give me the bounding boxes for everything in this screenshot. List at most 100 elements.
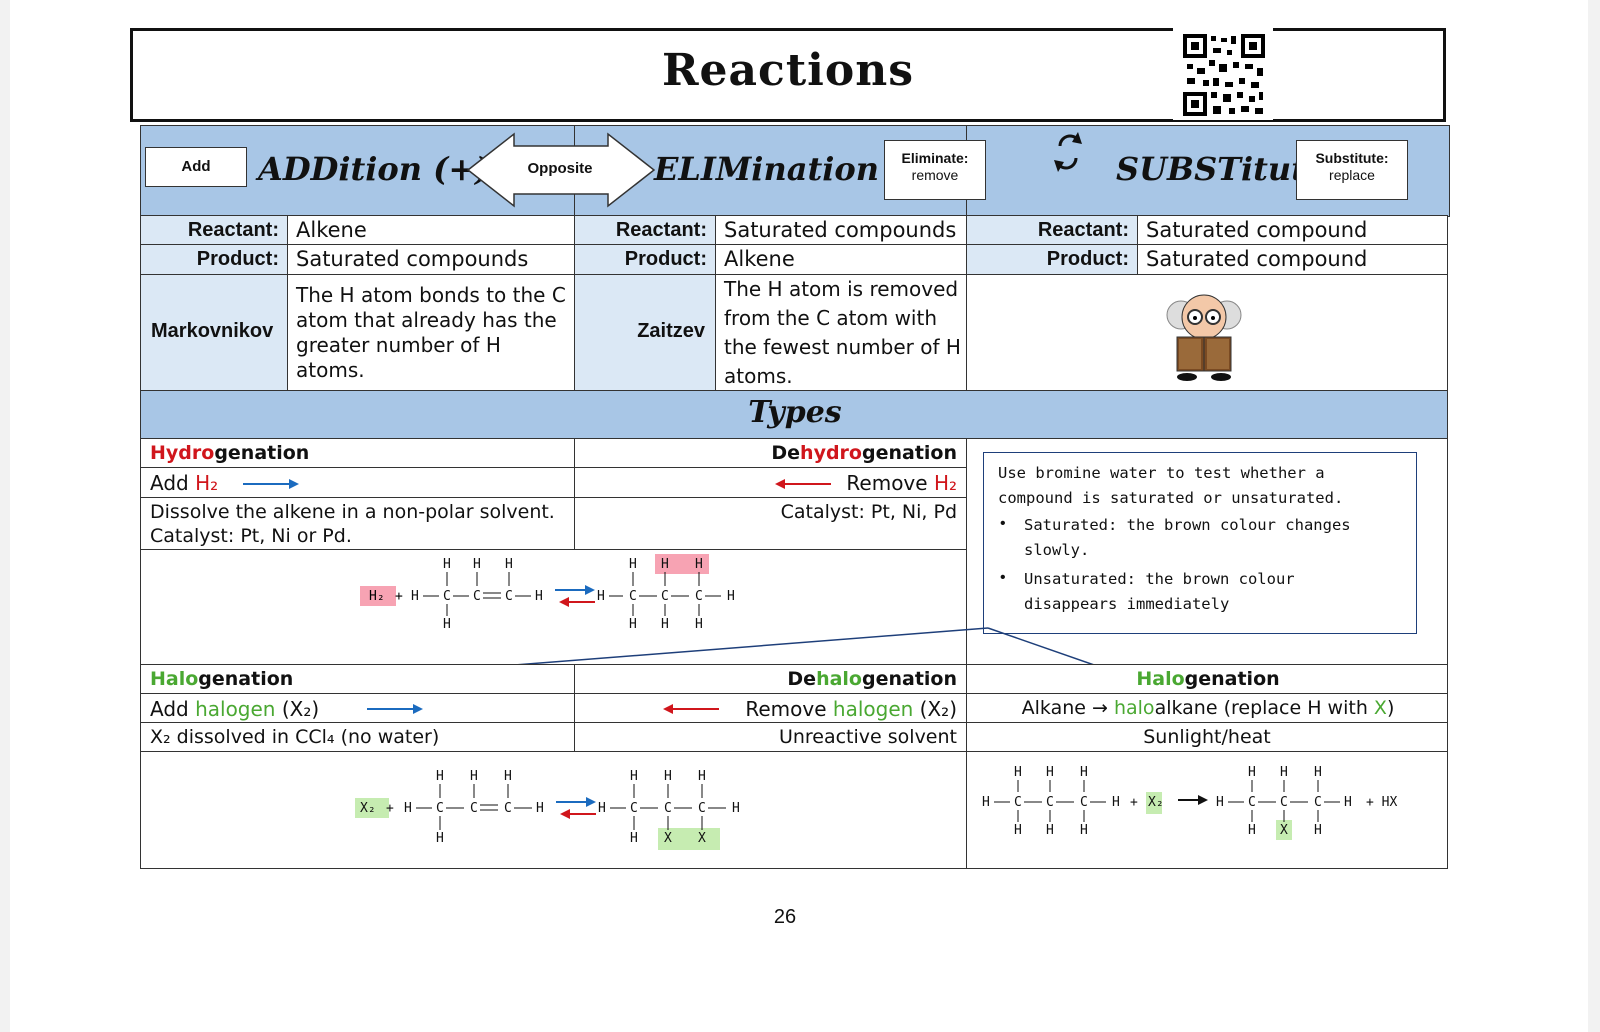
halogenation-add-title: Halogenation: [150, 668, 294, 690]
svg-text:H: H: [443, 557, 451, 572]
svg-text:H: H: [727, 589, 735, 604]
svg-text:H: H: [411, 589, 419, 604]
halogenation-solvent: X₂ dissolved in CCl₄ (no water): [140, 722, 575, 752]
svg-text:X: X: [664, 831, 672, 846]
svg-text:H: H: [536, 801, 544, 816]
reaction-types-header: [140, 125, 1450, 217]
dehalogenation-title: Dehalogenation: [787, 668, 957, 690]
dehydrogenation-catalyst: Catalyst: Pt, Ni, Pd: [574, 497, 967, 550]
svg-text:C: C: [1046, 795, 1054, 810]
substitute-note-text: replace: [1329, 167, 1375, 183]
halogenation-structures: X₂+ H CHH CH CH H H CHH CHX CHX H: [355, 769, 740, 850]
dehydrogenation-remove: Remove H₂: [846, 471, 957, 495]
svg-text:H: H: [470, 769, 478, 784]
add-note: Add: [145, 147, 247, 187]
halogenation-sub-title: Halogenation: [1136, 668, 1280, 690]
svg-text:H: H: [436, 769, 444, 784]
svg-text:H: H: [630, 769, 638, 784]
svg-text:C: C: [505, 589, 513, 604]
svg-text:H: H: [443, 617, 451, 632]
svg-text:C: C: [436, 801, 444, 816]
svg-text:H: H: [1314, 765, 1322, 780]
substitution-product: Saturated compound: [1137, 244, 1448, 275]
dehalogenation-text: Remove halogen (X₂): [745, 697, 957, 721]
svg-text:H: H: [597, 589, 605, 604]
svg-text:C: C: [443, 589, 451, 604]
svg-text:H: H: [698, 769, 706, 784]
elimination-reactant: Saturated compounds: [715, 215, 967, 245]
svg-text:H: H: [1046, 765, 1054, 780]
svg-text:H: H: [1314, 823, 1322, 838]
eliminate-note-title: Eliminate:: [901, 150, 969, 166]
substitute-note-title: Substitute:: [1315, 150, 1389, 166]
markovnikov-rule: The H atom bonds to the C atom that alre…: [287, 274, 575, 391]
svg-text:C: C: [1280, 795, 1288, 810]
h2-reagent: H₂: [369, 589, 385, 604]
page-number: 26: [773, 906, 797, 928]
svg-text:H: H: [473, 557, 481, 572]
hydrogenation-add: Add H₂: [150, 471, 219, 495]
page-title: Reactions: [661, 45, 914, 96]
svg-text:H: H: [598, 801, 606, 816]
substitution-reactant-label: Reactant:: [966, 215, 1138, 245]
types-heading: Types: [748, 395, 842, 430]
svg-text:C: C: [473, 589, 481, 604]
svg-text:H: H: [1216, 795, 1224, 810]
svg-text:X: X: [698, 831, 706, 846]
svg-text:H: H: [1080, 823, 1088, 838]
addition-product: Saturated compounds: [287, 244, 575, 275]
forward-arrow-icon: [243, 479, 299, 489]
eliminate-note-text: remove: [911, 167, 959, 183]
svg-text:H: H: [1014, 823, 1022, 838]
svg-text:H: H: [1344, 795, 1352, 810]
hydrogenation-title: Hydrogenation: [150, 442, 310, 464]
dehydrogenation-title: Dehydrogenation: [771, 442, 957, 464]
hydrogenation-equation: [140, 549, 967, 665]
svg-text:C: C: [1314, 795, 1322, 810]
backward-arrow-icon: [663, 704, 719, 714]
svg-text:C: C: [1014, 795, 1022, 810]
addition-product-label: Product:: [140, 244, 288, 275]
bromine-note-unsaturated: Unsaturated: the brown colour disappears…: [1024, 570, 1295, 613]
svg-text:X: X: [1280, 823, 1288, 838]
halogenation-sub-condition: Sunlight/heat: [966, 722, 1448, 752]
substitution-product-label: Product:: [966, 244, 1138, 275]
svg-text:+: +: [395, 589, 403, 604]
hydrogenation-conditions: Dissolve the alkene in a non-polar solve…: [140, 497, 575, 550]
halogenation-sub-text: Alkane → haloalkane (replace H with X): [1021, 697, 1395, 719]
svg-text:H: H: [1112, 795, 1120, 810]
addition-heading: ADDition (+): [258, 150, 491, 188]
qr-code-icon: [1173, 28, 1273, 120]
svg-text:+ HX: + HX: [1366, 795, 1397, 810]
professor-reading-icon: [1166, 294, 1242, 381]
svg-text:C: C: [504, 801, 512, 816]
svg-text:H: H: [1046, 823, 1054, 838]
elimination-product: Alkene: [715, 244, 967, 275]
substitute-note: Substitute: replace: [1296, 140, 1408, 200]
svg-text:H: H: [505, 557, 513, 572]
svg-text:H: H: [629, 557, 637, 572]
svg-text:H: H: [695, 557, 703, 572]
svg-text:C: C: [698, 801, 706, 816]
svg-text:H: H: [1080, 765, 1088, 780]
svg-text:C: C: [695, 589, 703, 604]
substitution-equation: [966, 751, 1448, 869]
elimination-product-label: Product:: [574, 244, 716, 275]
halogenation-equation: [140, 751, 967, 869]
forward-arrow-icon: [367, 704, 423, 714]
backward-arrow-icon: [775, 479, 831, 489]
dehalogenation-solvent: Unreactive solvent: [574, 722, 967, 752]
zaitzev-rule: The H atom is removed from the C atom wi…: [715, 274, 967, 391]
halogenation-add-text: Add halogen (X₂): [150, 697, 320, 721]
svg-text:H: H: [661, 557, 669, 572]
elimination-reactant-label: Reactant:: [574, 215, 716, 245]
svg-text:C: C: [664, 801, 672, 816]
zaitzev-label: Zaitzev: [637, 320, 705, 342]
svg-text:H: H: [629, 617, 637, 632]
svg-text:H: H: [695, 617, 703, 632]
addition-reactant-label: Reactant:: [140, 215, 288, 245]
svg-text:H: H: [732, 801, 740, 816]
svg-text:H: H: [1280, 765, 1288, 780]
svg-text:H: H: [436, 831, 444, 846]
markovnikov-label: Markovnikov: [151, 320, 274, 342]
